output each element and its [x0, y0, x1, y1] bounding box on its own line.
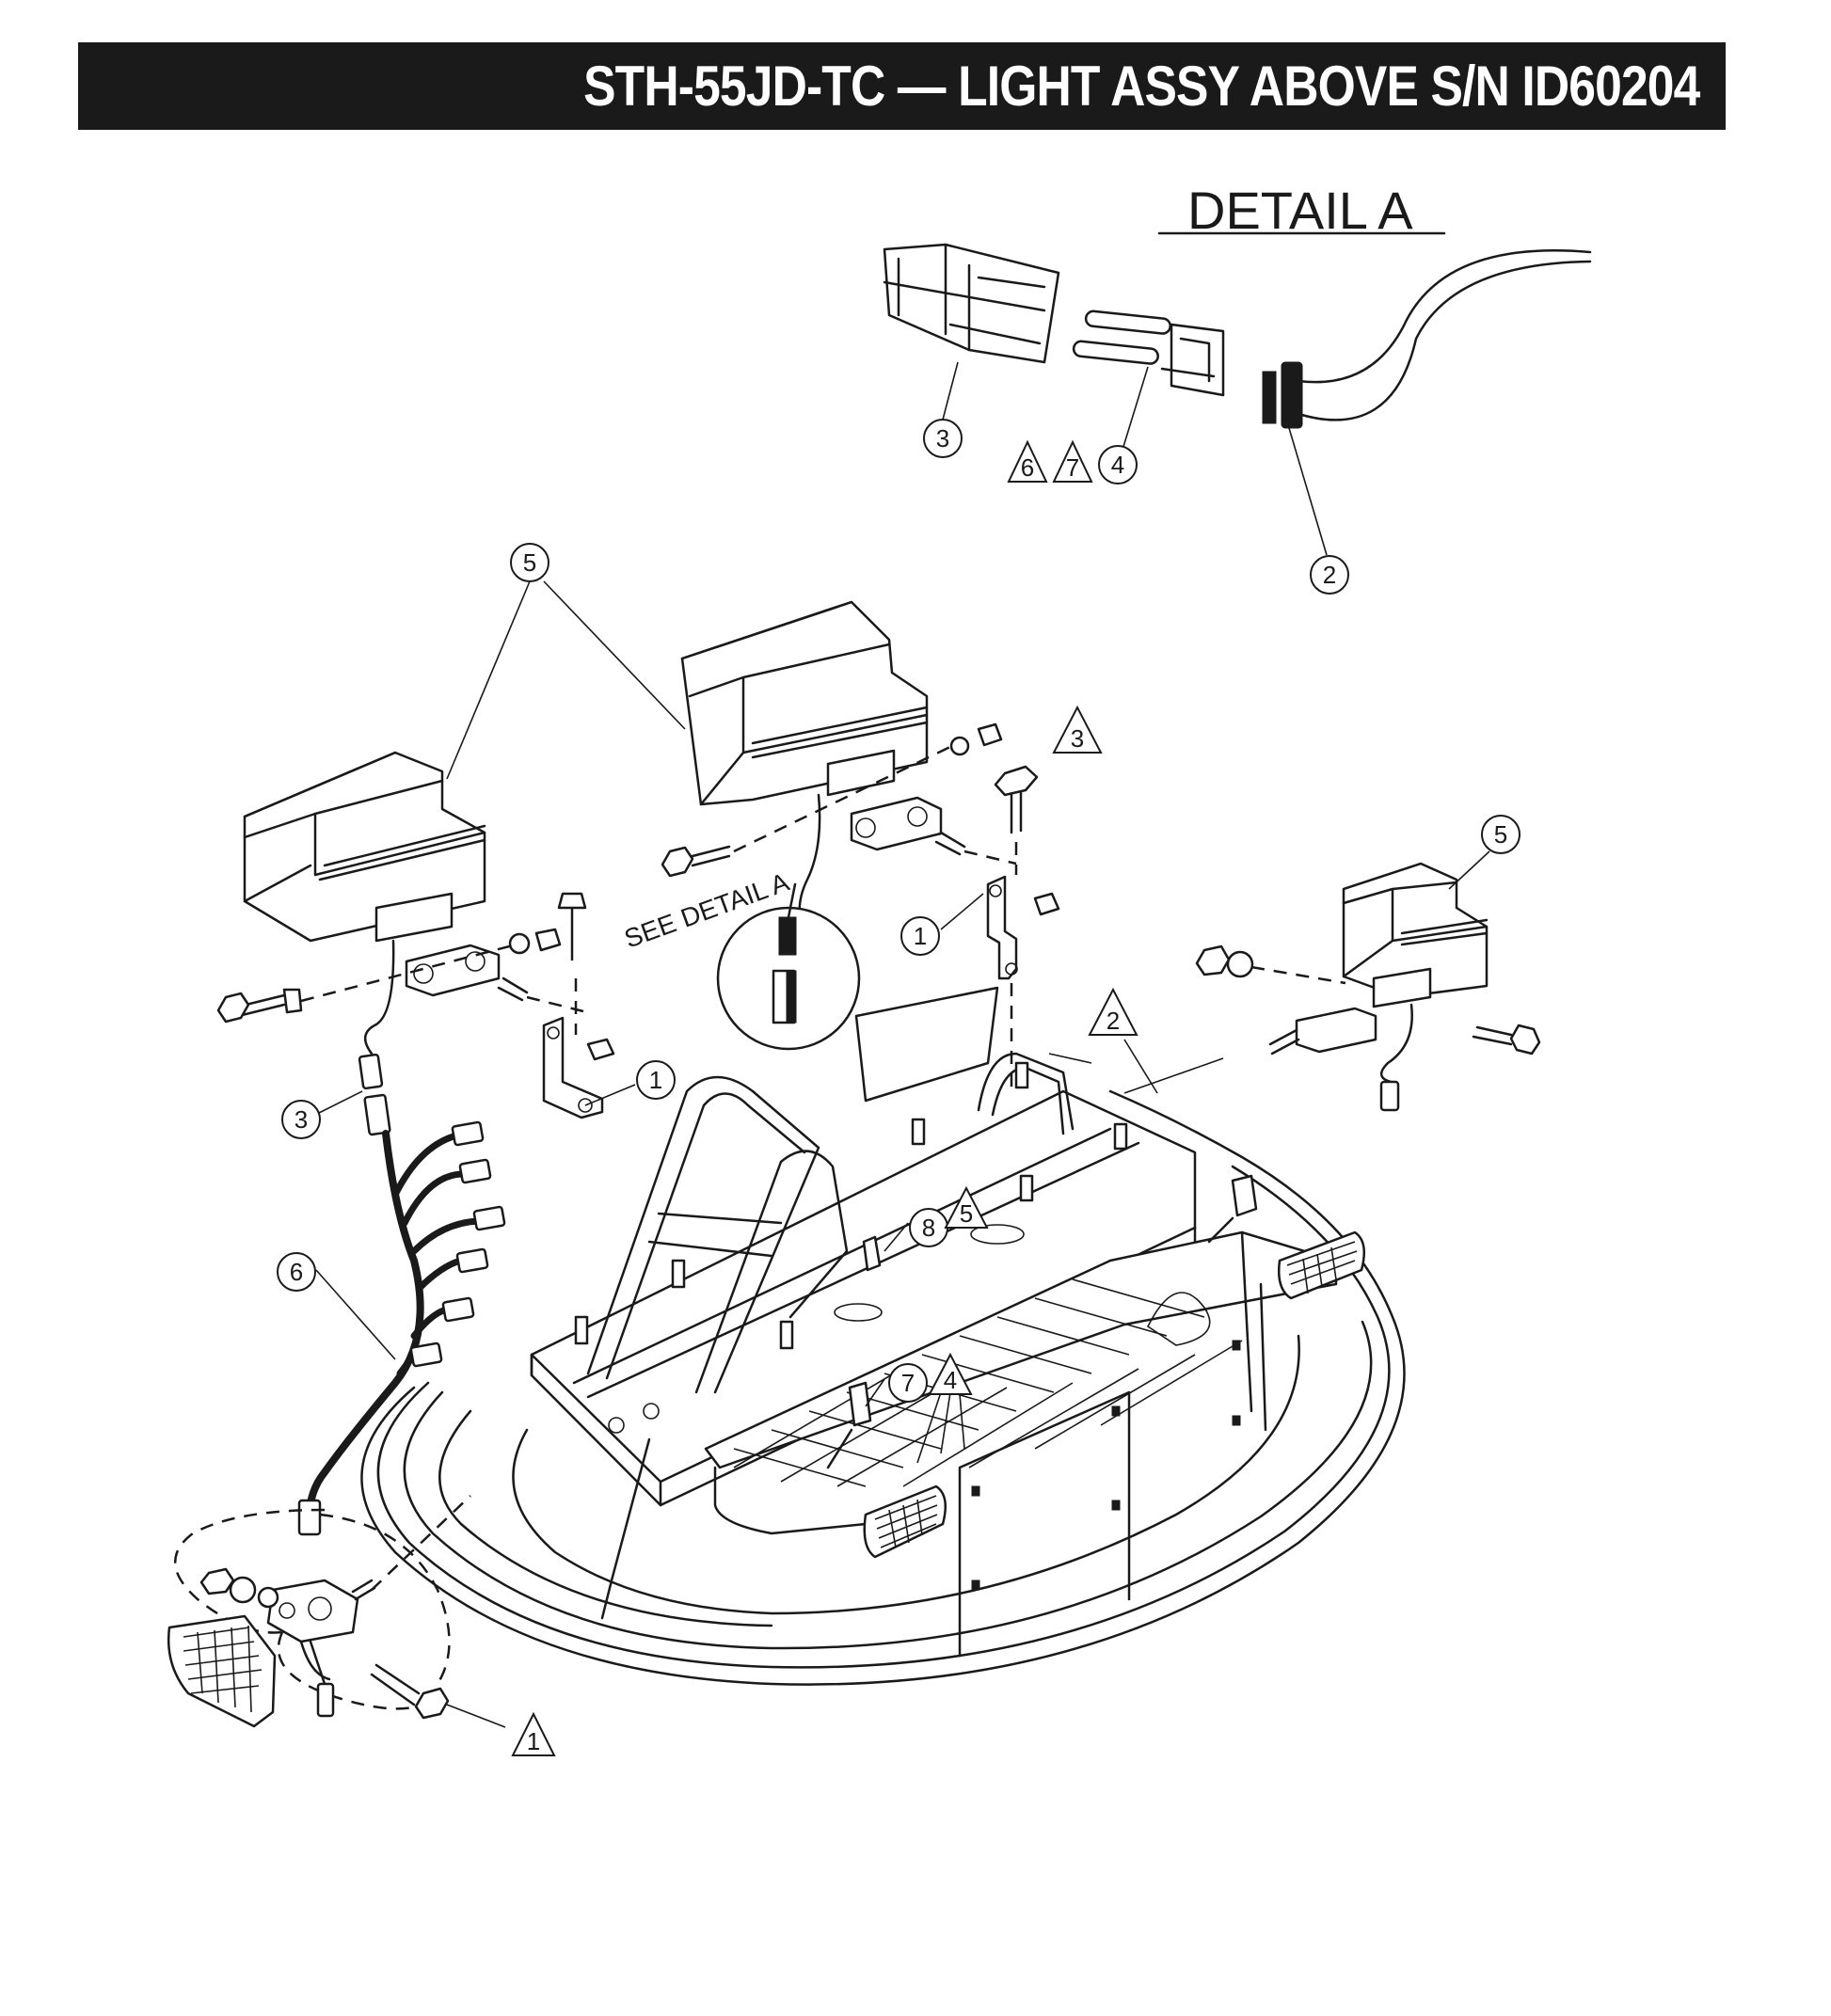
connector-housing: [883, 243, 1060, 364]
connector-mating-end: [1262, 249, 1592, 429]
note-triangle-3: 3: [1052, 705, 1103, 754]
right-work-light: [1195, 862, 1541, 1112]
svg-text:1: 1: [527, 1727, 540, 1755]
note-triangle-6: 6: [1007, 439, 1048, 483]
center-work-light: [661, 600, 1017, 919]
leader-4: [1122, 366, 1149, 451]
callout-1-left: 1: [636, 1060, 676, 1100]
svg-text:4: 4: [944, 1366, 957, 1394]
bolt-vertical-top: [994, 765, 1039, 875]
detail-a-group: DETAIL A: [883, 181, 1592, 556]
wire-harness: [297, 1093, 506, 1536]
note-triangle-1: 1: [511, 1711, 556, 1756]
see-detail-a: SEE DETAIL A: [620, 867, 861, 1051]
svg-text:3: 3: [295, 1105, 308, 1134]
callout-6: 6: [277, 1252, 316, 1292]
connector-pins: [1072, 310, 1225, 397]
callout-2-detail: 2: [1310, 555, 1349, 595]
detail-a-title: DETAIL A: [1187, 181, 1413, 240]
leader-lines: [315, 580, 1490, 1728]
svg-text:3: 3: [936, 424, 949, 452]
svg-text:2: 2: [1323, 561, 1336, 589]
svg-text:8: 8: [922, 1214, 935, 1242]
svg-text:7: 7: [1066, 453, 1079, 482]
callout-3-detail: 3: [923, 419, 963, 458]
trowel-frame: [360, 986, 1406, 1686]
svg-text:4: 4: [1111, 451, 1124, 479]
leader-2-detail: [1288, 427, 1328, 556]
note-triangle-7: 7: [1052, 439, 1093, 483]
svg-text:6: 6: [290, 1258, 303, 1286]
title-bar: STH-55JD-TC — LIGHT ASSY ABOVE S/N ID602…: [78, 42, 1726, 130]
svg-text:2: 2: [1107, 1007, 1120, 1035]
svg-text:7: 7: [901, 1369, 915, 1397]
l-bracket-left: [542, 892, 615, 1119]
left-work-light: [216, 751, 584, 1090]
svg-text:5: 5: [960, 1199, 973, 1228]
callout-4: 4: [1098, 445, 1138, 484]
callout-5-top: 5: [510, 543, 549, 582]
front-lamp-exploded: [167, 1495, 471, 1728]
callout-1-center: 1: [900, 916, 940, 956]
note-triangle-5: 5: [944, 1185, 989, 1229]
note-triangle-4: 4: [928, 1352, 973, 1395]
l-bracket-center: [986, 875, 1060, 1091]
callout-3-harness: 3: [281, 1100, 321, 1139]
svg-text:5: 5: [523, 548, 536, 577]
svg-text:5: 5: [1494, 820, 1507, 849]
svg-text:1: 1: [649, 1066, 662, 1094]
callout-7: 7: [888, 1363, 928, 1403]
note-triangle-2: 2: [1088, 987, 1138, 1036]
svg-text:1: 1: [914, 922, 927, 950]
svg-text:6: 6: [1021, 453, 1034, 482]
callout-5-right: 5: [1481, 815, 1521, 854]
svg-text:3: 3: [1071, 724, 1084, 753]
page-title: STH-55JD-TC — LIGHT ASSY ABOVE S/N ID602…: [582, 55, 1700, 118]
leader-3-detail: [942, 361, 959, 421]
callout-8: 8: [909, 1208, 948, 1247]
